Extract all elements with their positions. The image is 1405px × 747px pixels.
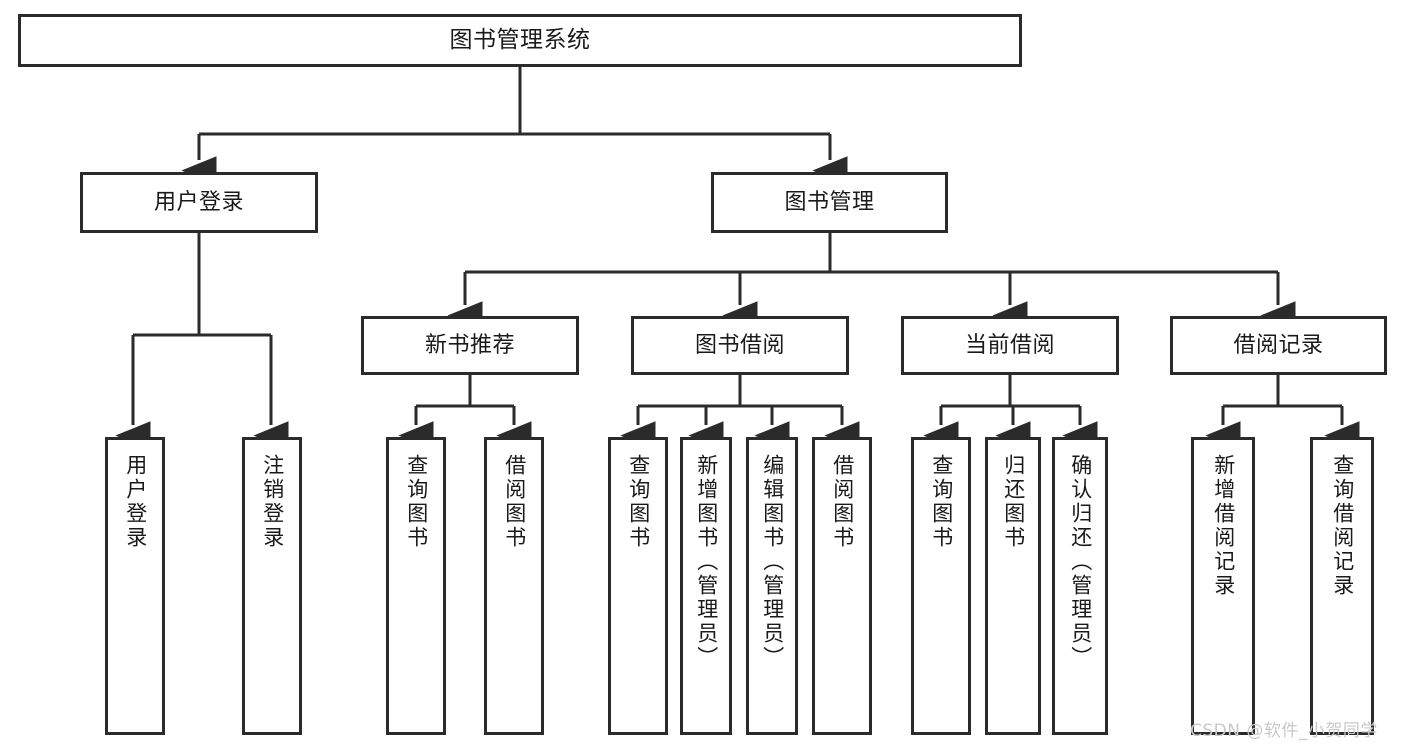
node-book-borrow[interactable]: 图书借阅 xyxy=(631,316,849,375)
node-root-system[interactable]: 图书管理系统 xyxy=(18,14,1022,67)
leaf-confirm-return[interactable]: 确认归还（管理员） xyxy=(1052,437,1108,735)
csdn-watermark: CSDN @软件_小贺同学 xyxy=(1190,721,1378,741)
node-current-borrow-label: 当前借阅 xyxy=(964,332,1055,358)
node-book-management[interactable]: 图书管理 xyxy=(711,172,948,233)
leaf-query-book-1[interactable]: 查询图书 xyxy=(386,437,446,735)
leaf-query-book-1-label: 查询图书 xyxy=(404,454,429,550)
leaf-query-record[interactable]: 查询借阅记录 xyxy=(1310,437,1374,735)
node-current-borrow[interactable]: 当前借阅 xyxy=(901,316,1119,375)
node-borrow-record-label: 借阅记录 xyxy=(1233,332,1324,358)
leaf-user-login-label: 用户登录 xyxy=(123,454,148,550)
leaf-return-book-label: 归还图书 xyxy=(1001,454,1026,550)
leaf-edit-book-label: 编辑图书（管理员） xyxy=(760,454,785,670)
leaf-confirm-return-label: 确认归还（管理员） xyxy=(1068,454,1093,670)
leaf-logout-label: 注销登录 xyxy=(260,454,285,550)
leaf-borrow-book-1[interactable]: 借阅图书 xyxy=(484,437,544,735)
leaf-add-record[interactable]: 新增借阅记录 xyxy=(1191,437,1255,735)
leaf-return-book[interactable]: 归还图书 xyxy=(985,437,1041,735)
leaf-user-login[interactable]: 用户登录 xyxy=(105,437,165,735)
node-book-borrow-label: 图书借阅 xyxy=(694,332,785,358)
leaf-add-book[interactable]: 新增图书（管理员） xyxy=(680,437,732,735)
leaf-query-book-3[interactable]: 查询图书 xyxy=(911,437,971,735)
node-new-book-recommend-label: 新书推荐 xyxy=(424,332,515,358)
node-root-label: 图书管理系统 xyxy=(449,26,591,53)
leaf-edit-book[interactable]: 编辑图书（管理员） xyxy=(746,437,798,735)
leaf-add-book-label: 新增图书（管理员） xyxy=(694,454,719,670)
node-user-login-label: 用户登录 xyxy=(153,189,244,215)
leaf-query-book-2[interactable]: 查询图书 xyxy=(608,437,668,735)
leaf-borrow-book-1-label: 借阅图书 xyxy=(502,454,527,550)
leaf-add-record-label: 新增借阅记录 xyxy=(1211,454,1236,598)
node-user-login[interactable]: 用户登录 xyxy=(80,172,318,233)
leaf-logout[interactable]: 注销登录 xyxy=(242,437,302,735)
leaf-borrow-book-2-label: 借阅图书 xyxy=(830,454,855,550)
leaf-query-book-3-label: 查询图书 xyxy=(929,454,954,550)
node-new-book-recommend[interactable]: 新书推荐 xyxy=(361,316,579,375)
leaf-borrow-book-2[interactable]: 借阅图书 xyxy=(812,437,872,735)
leaf-query-record-label: 查询借阅记录 xyxy=(1330,454,1355,598)
node-borrow-record[interactable]: 借阅记录 xyxy=(1170,316,1387,375)
node-book-management-label: 图书管理 xyxy=(784,189,875,215)
leaf-query-book-2-label: 查询图书 xyxy=(626,454,651,550)
